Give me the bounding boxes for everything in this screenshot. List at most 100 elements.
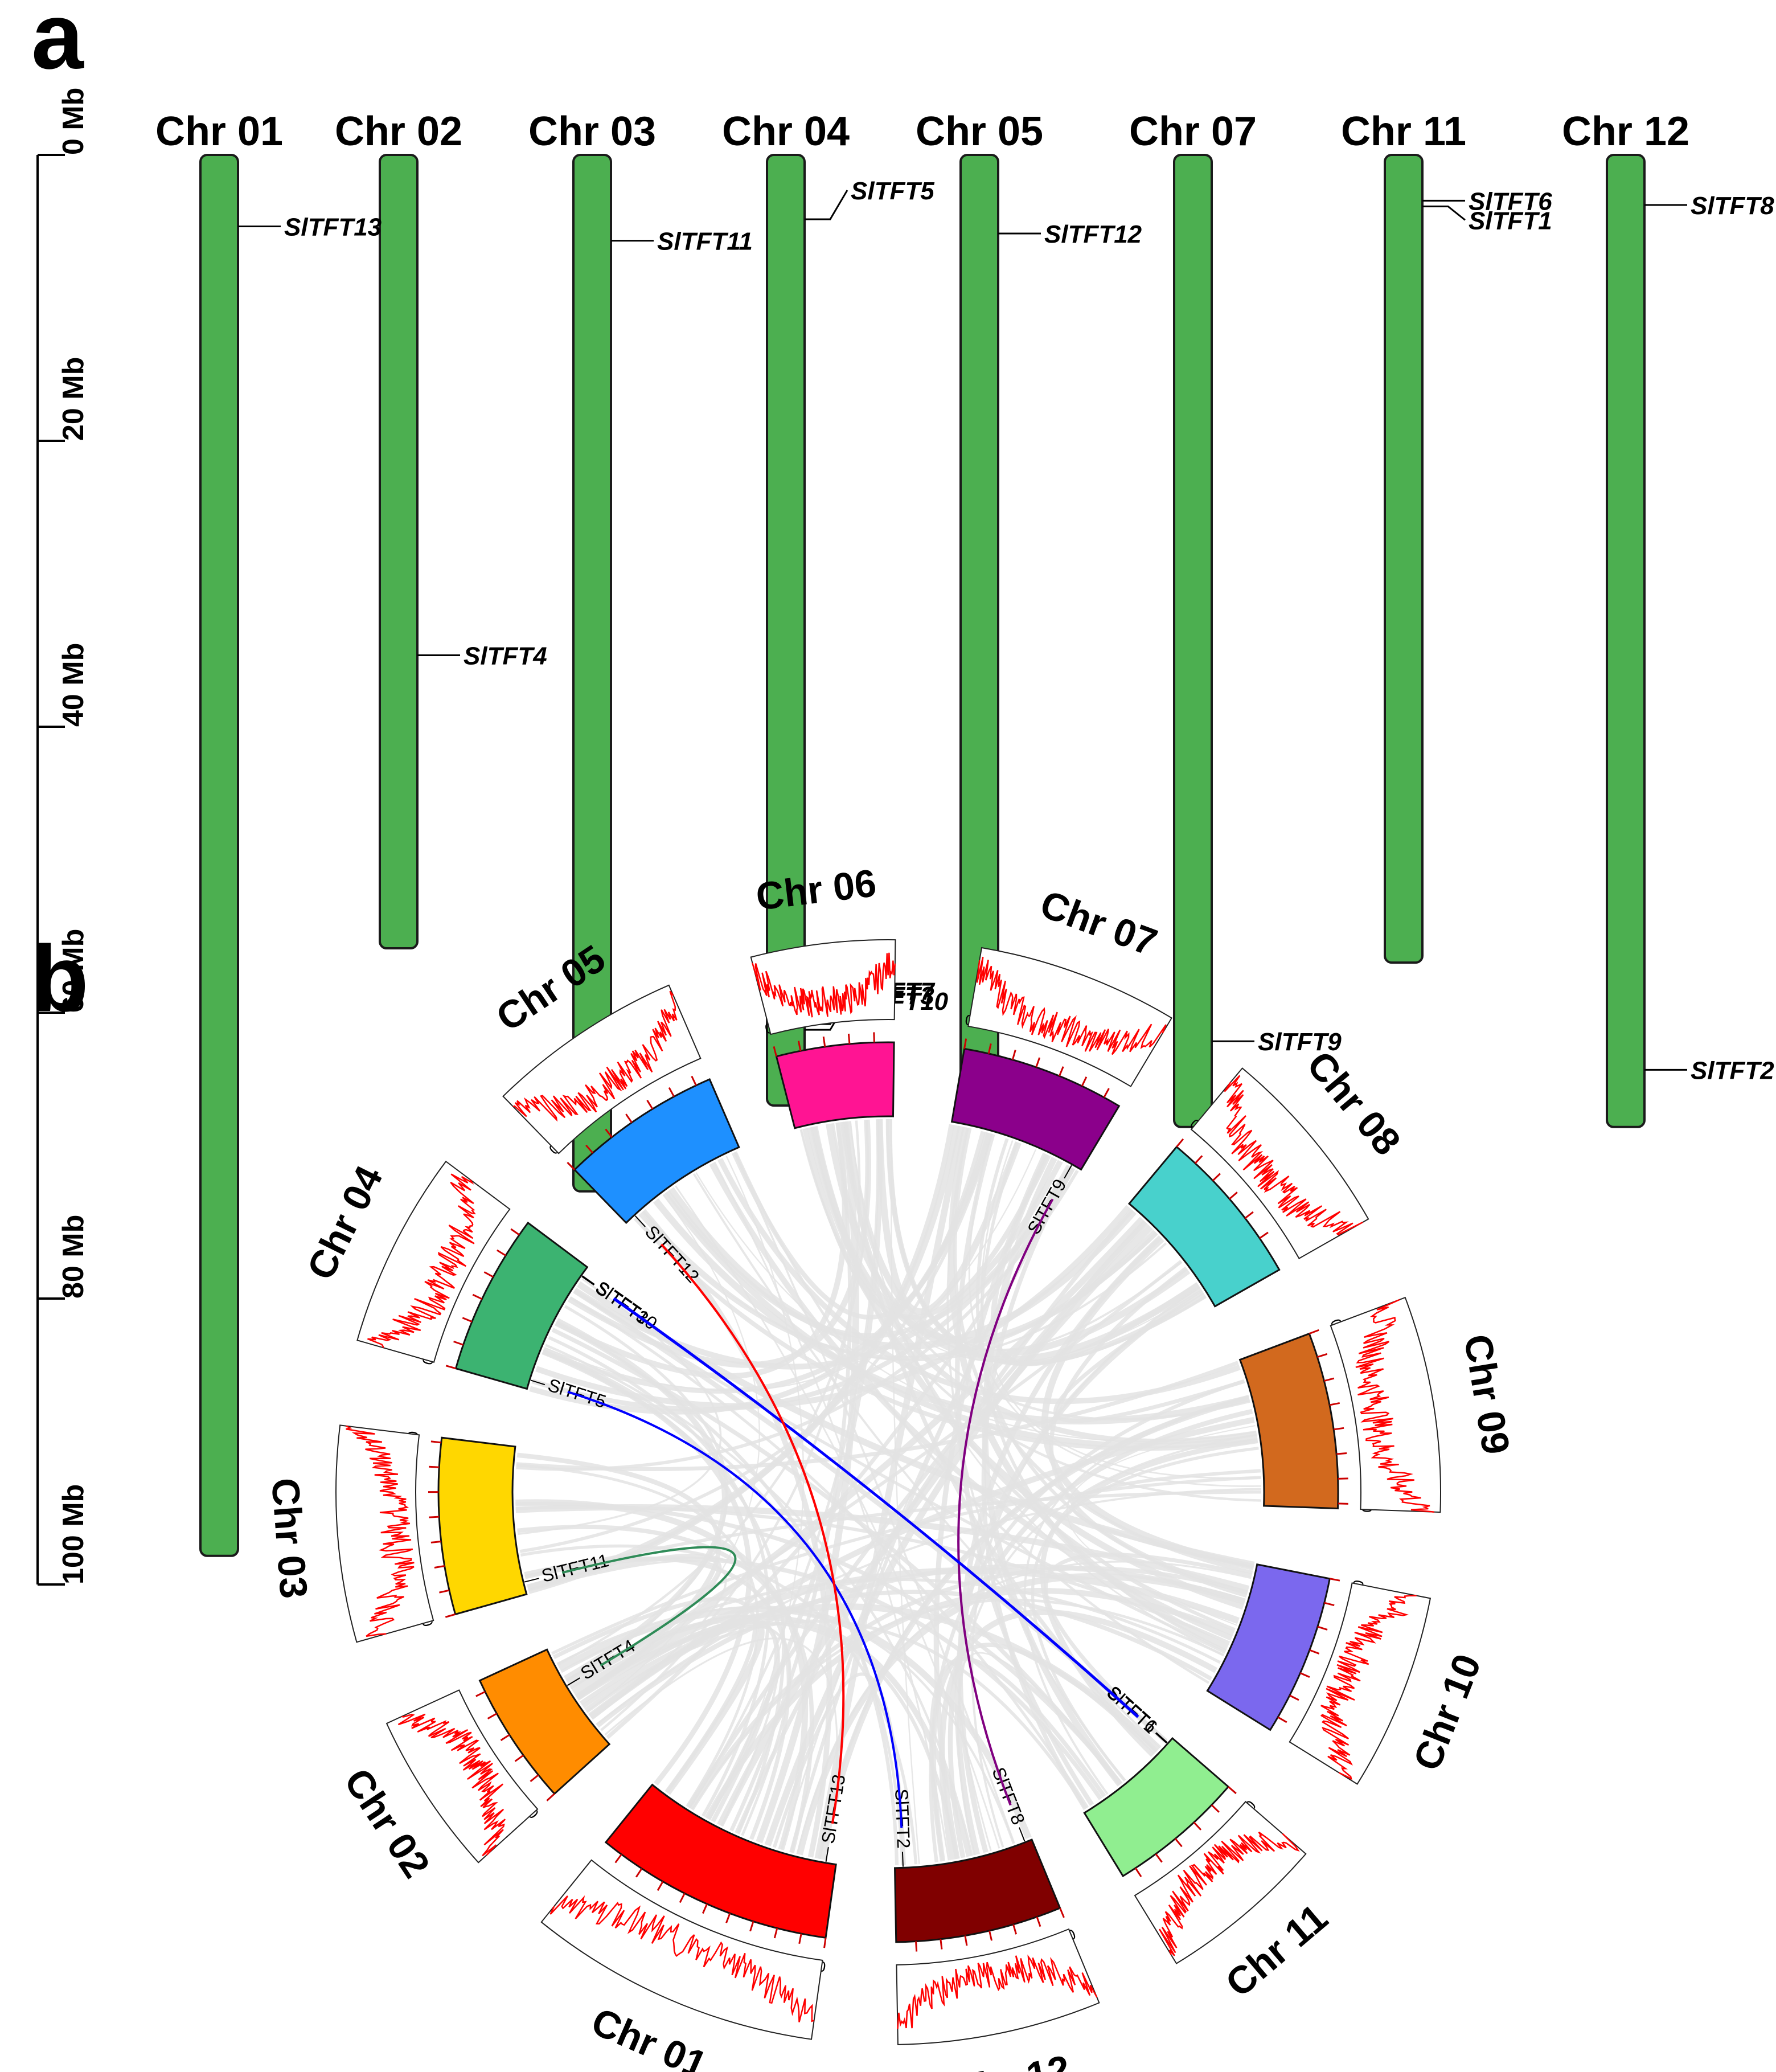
ideogram-tick: [434, 1565, 445, 1569]
chromosome-title-chr-01: Chr 01: [155, 109, 283, 154]
background-link: [535, 1205, 1131, 1409]
chromosome-title-chr-03: Chr 03: [528, 109, 656, 154]
density-track-chr-06: [752, 952, 896, 1018]
density-track-chr-11: [1159, 1831, 1300, 1956]
ideogram-tick: [915, 1941, 918, 1952]
ideogram-tick: [773, 1046, 777, 1057]
ideogram-tick: [823, 1938, 827, 1948]
ideogram-tick: [1299, 1672, 1310, 1678]
gene-label-sltft13: SlTFT13: [284, 214, 382, 241]
chromosome-title-chr-07: Chr 07: [1129, 109, 1257, 154]
gene-tick: [530, 1379, 545, 1386]
ideogram-tick: [1012, 1924, 1018, 1935]
ideogram-tick: [702, 1903, 708, 1914]
ideogram-tick: [475, 1690, 486, 1697]
ideogram-tick: [963, 1038, 967, 1049]
scale-label: 40 Mb: [57, 643, 90, 727]
background-link: [735, 1151, 1210, 1684]
gene-marker-line: [1422, 205, 1466, 221]
gene-pair-links: [561, 1198, 1139, 1828]
density-track-frame: [385, 1689, 539, 1864]
ideogram-tick: [487, 1713, 497, 1719]
background-link: [932, 1643, 1157, 1862]
density-track-chr-05: [512, 990, 678, 1122]
gene-label-sltft1: SlTFT1: [1469, 207, 1552, 235]
gene-marker-line: [805, 190, 848, 220]
background-link: [586, 1625, 791, 1836]
background-link: [958, 1652, 1123, 1852]
background-link: [577, 1281, 1255, 1569]
background-link: [800, 1129, 1202, 1363]
ideogram-chr-12: [893, 1838, 1061, 1943]
density-track-frame: [1289, 1582, 1432, 1785]
density-track-chr-07: [976, 956, 1167, 1055]
ideogram-tick: [1324, 1602, 1335, 1607]
background-link: [581, 1590, 1212, 1709]
background-link: [596, 1488, 1261, 1726]
ideogram-tick: [497, 1249, 506, 1256]
chromosome-bar-chr-03: [572, 154, 612, 1193]
ideogram-tick: [430, 1440, 441, 1444]
ideogram-chr-06: [775, 1041, 895, 1129]
chromosome-bar-chr-02: [379, 154, 419, 950]
background-link: [642, 1210, 1167, 1362]
background-link: [929, 1379, 1245, 1862]
gene-label-sltft4: SlTFT4: [464, 642, 547, 670]
density-track-chr-10: [1320, 1595, 1417, 1780]
background-link: [633, 1217, 1258, 1451]
background-link: [819, 1395, 1250, 1860]
ideogram-tick: [625, 1113, 633, 1123]
ideogram-tick: [679, 1893, 686, 1903]
background-link: [733, 1152, 1015, 1844]
circos-chr-label-chr-12: Chr 12: [947, 2047, 1074, 2072]
background-link: [545, 1344, 974, 1856]
ideogram-tick: [691, 1075, 697, 1086]
ideogram-tick: [430, 1540, 441, 1543]
background-link: [891, 1119, 920, 1864]
chromosome-bar-chr-07: [1173, 154, 1213, 1128]
density-track-chr-02: [397, 1713, 506, 1857]
density-track-chr-01: [549, 1895, 815, 2022]
ideogram-tick: [1211, 1804, 1220, 1813]
ideogram-tick: [1334, 1427, 1344, 1431]
background-link: [981, 1140, 1261, 1479]
ideogram-tick: [725, 1913, 731, 1923]
ideogram-chr-04: [454, 1221, 589, 1390]
chromosome-bar-chr-12: [1606, 154, 1646, 1128]
chromosome-title-chr-02: Chr 02: [335, 109, 462, 154]
background-link: [544, 1149, 1036, 1391]
ideogram-tick: [635, 1868, 643, 1878]
background-link: [565, 1614, 972, 1857]
ideogram-tick: [657, 1881, 664, 1891]
ideogram-tick: [1059, 1907, 1065, 1918]
link-sltft11-sltft4: [561, 1546, 737, 1667]
link-sltft9-sltft8: [957, 1198, 1054, 1806]
ideogram-tick: [462, 1317, 473, 1322]
background-link: [735, 1208, 1134, 1835]
ideogram-tick: [530, 1774, 539, 1782]
ideogram-chr-10: [1206, 1563, 1331, 1731]
circos-gene-label-sltft11: SlTFT11: [539, 1550, 610, 1586]
background-link: [706, 1119, 883, 1820]
ideogram-tick: [445, 1365, 456, 1370]
ideogram-tick: [483, 1271, 494, 1278]
background-link: [1031, 1447, 1259, 1782]
circos-ring: 0102030405060708090Chr 0101020304050Chr …: [263, 861, 1518, 2072]
ideogram-chr-11: [1083, 1737, 1230, 1878]
ideogram-tick: [749, 1921, 754, 1932]
background-link: [542, 1132, 992, 1394]
scale-label: 100 Mb: [57, 1484, 90, 1584]
gene-label-sltft6: SlTFT6: [1469, 187, 1552, 215]
background-link: [756, 1121, 859, 1844]
link-sltft13-sltft12: [661, 1243, 845, 1824]
ideogram-chr-07: [950, 1047, 1121, 1171]
chromosome-bar-chr-04: [766, 154, 806, 1107]
circos-chr-label-chr-03: Chr 03: [263, 1476, 315, 1600]
background-link: [568, 1119, 871, 1368]
ideogram-tick: [989, 1930, 993, 1941]
circos-gene-label-sltft2: SlTFT2: [891, 1788, 914, 1849]
gene-tick: [1155, 1733, 1167, 1744]
ideogram-tick: [1317, 1353, 1328, 1358]
